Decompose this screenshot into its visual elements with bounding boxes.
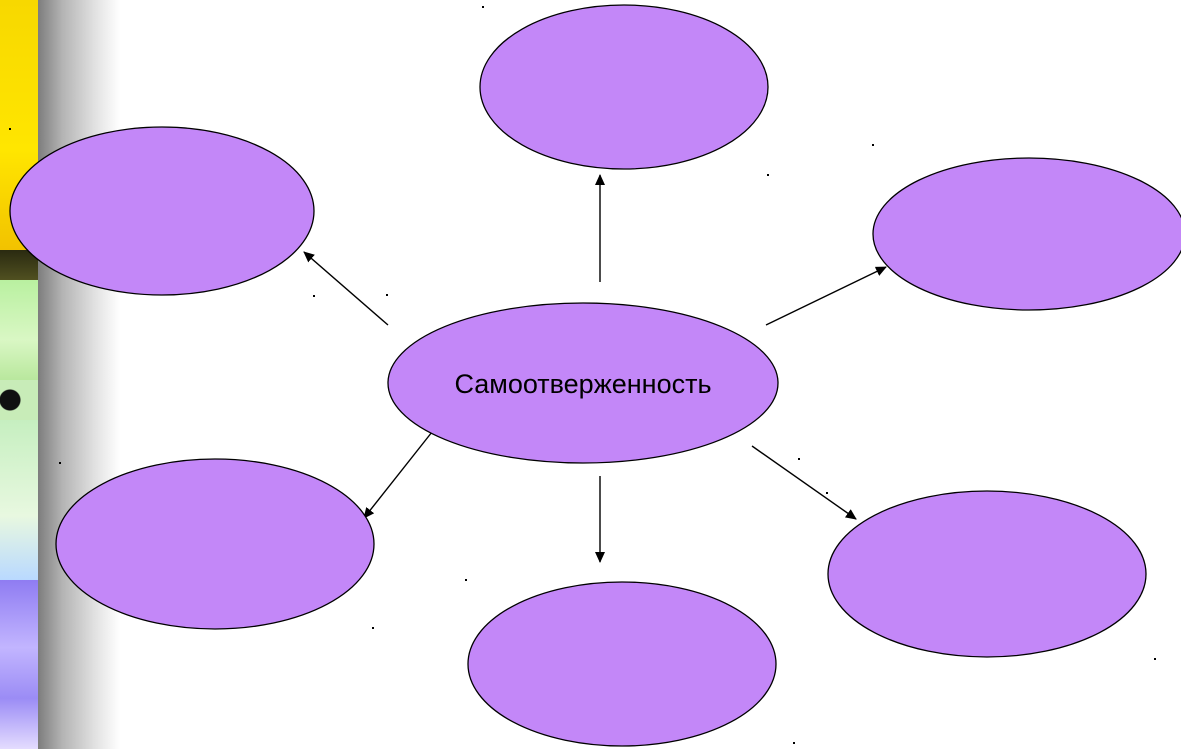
speck <box>386 294 388 296</box>
speck <box>826 492 828 494</box>
speck <box>465 579 467 581</box>
side-image-dark-blob <box>0 380 38 420</box>
node-top <box>479 4 769 170</box>
arrow-to-top-left <box>303 251 389 326</box>
arrow-to-top-right <box>765 266 887 326</box>
speck <box>798 458 800 460</box>
speck <box>482 6 484 8</box>
arrow-to-bottom-left <box>363 431 433 519</box>
node-top-left <box>9 126 315 296</box>
center-node-label: Самоотверженность <box>454 369 711 399</box>
node-center <box>387 302 779 464</box>
speck <box>59 462 61 464</box>
speck <box>767 174 769 176</box>
node-bottom-right <box>827 490 1147 658</box>
node-top-right <box>872 157 1181 311</box>
speck <box>372 627 374 629</box>
speck <box>793 742 795 744</box>
speck <box>872 144 874 146</box>
speck <box>313 295 315 297</box>
speck <box>9 128 11 130</box>
side-image-violet-band <box>0 580 38 749</box>
node-bottom <box>467 581 777 747</box>
node-bottom-left <box>55 458 375 630</box>
side-gradient-shade <box>38 0 120 749</box>
arrow-to-bottom-right <box>751 445 857 520</box>
side-image-light-band <box>0 420 38 580</box>
speck <box>1154 658 1156 660</box>
